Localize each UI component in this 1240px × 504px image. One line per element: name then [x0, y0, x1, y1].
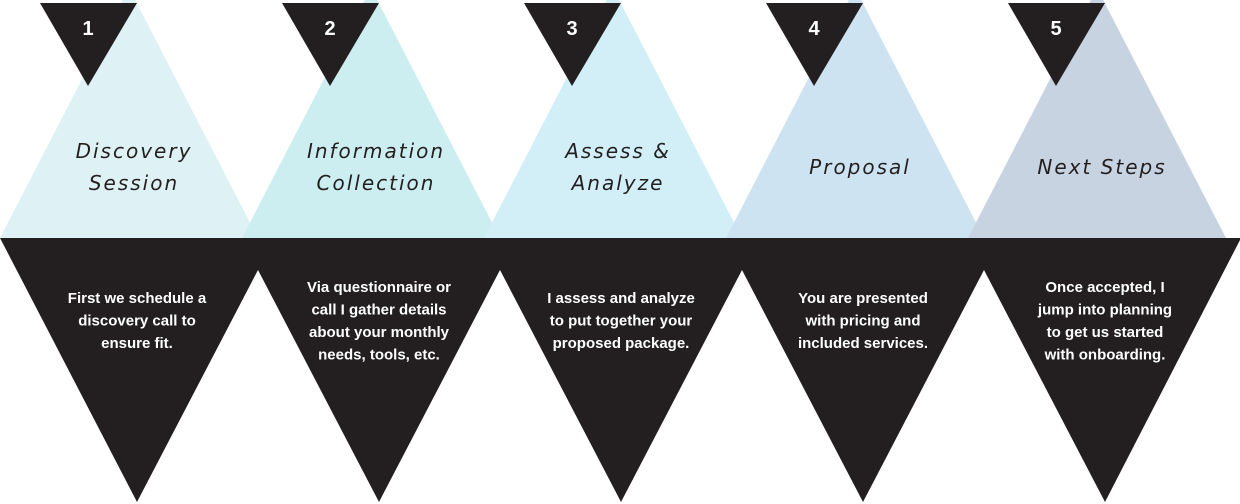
- step-title: Collection: [317, 171, 436, 195]
- step-number: 5: [1050, 18, 1061, 40]
- step-description: with onboarding.: [1044, 347, 1166, 364]
- step-title: Next Steps: [1037, 155, 1166, 179]
- step-description: proposed package.: [553, 335, 690, 352]
- step-description: to put together your: [550, 313, 693, 330]
- step-4-triangle: [726, 0, 984, 238]
- step-description: I assess and analyze: [547, 290, 695, 307]
- step-description: needs, tools, etc.: [318, 347, 440, 364]
- description-band: [0, 238, 1240, 502]
- step-number-badge: [282, 3, 379, 86]
- step-description: with pricing and: [805, 313, 921, 330]
- step-5-triangle: [968, 0, 1226, 238]
- step-title: Information: [307, 139, 445, 163]
- step-number-badge: [524, 3, 621, 86]
- step-description: You are presented: [798, 290, 928, 307]
- step-description: included services.: [798, 335, 928, 352]
- step-title: Analyze: [570, 171, 665, 195]
- step-number-badge: [766, 3, 863, 86]
- step-number-badge: [40, 3, 137, 86]
- step-title: Assess &: [563, 139, 671, 163]
- step-number: 4: [808, 18, 820, 40]
- step-title: Discovery: [76, 139, 193, 163]
- step-description: ensure fit.: [101, 335, 173, 352]
- step-description: Once accepted, I: [1045, 279, 1164, 296]
- step-2-triangle: [242, 0, 500, 238]
- step-description: call I gather details: [311, 302, 446, 319]
- step-description: jump into planning: [1037, 302, 1172, 319]
- step-description: to get us started: [1047, 324, 1164, 341]
- step-number-badge: [1008, 3, 1105, 86]
- step-title: Proposal: [809, 155, 911, 179]
- step-description: about your monthly: [309, 324, 450, 341]
- step-number: 2: [324, 18, 335, 40]
- step-description: discovery call to: [78, 313, 196, 330]
- step-3-triangle: [484, 0, 742, 238]
- step-number: 3: [566, 18, 577, 40]
- step-description: First we schedule a: [68, 290, 207, 307]
- step-description: Via questionnaire or: [307, 279, 451, 296]
- step-title: Session: [89, 171, 179, 195]
- step-1-triangle: [0, 0, 258, 238]
- step-number: 1: [82, 18, 93, 40]
